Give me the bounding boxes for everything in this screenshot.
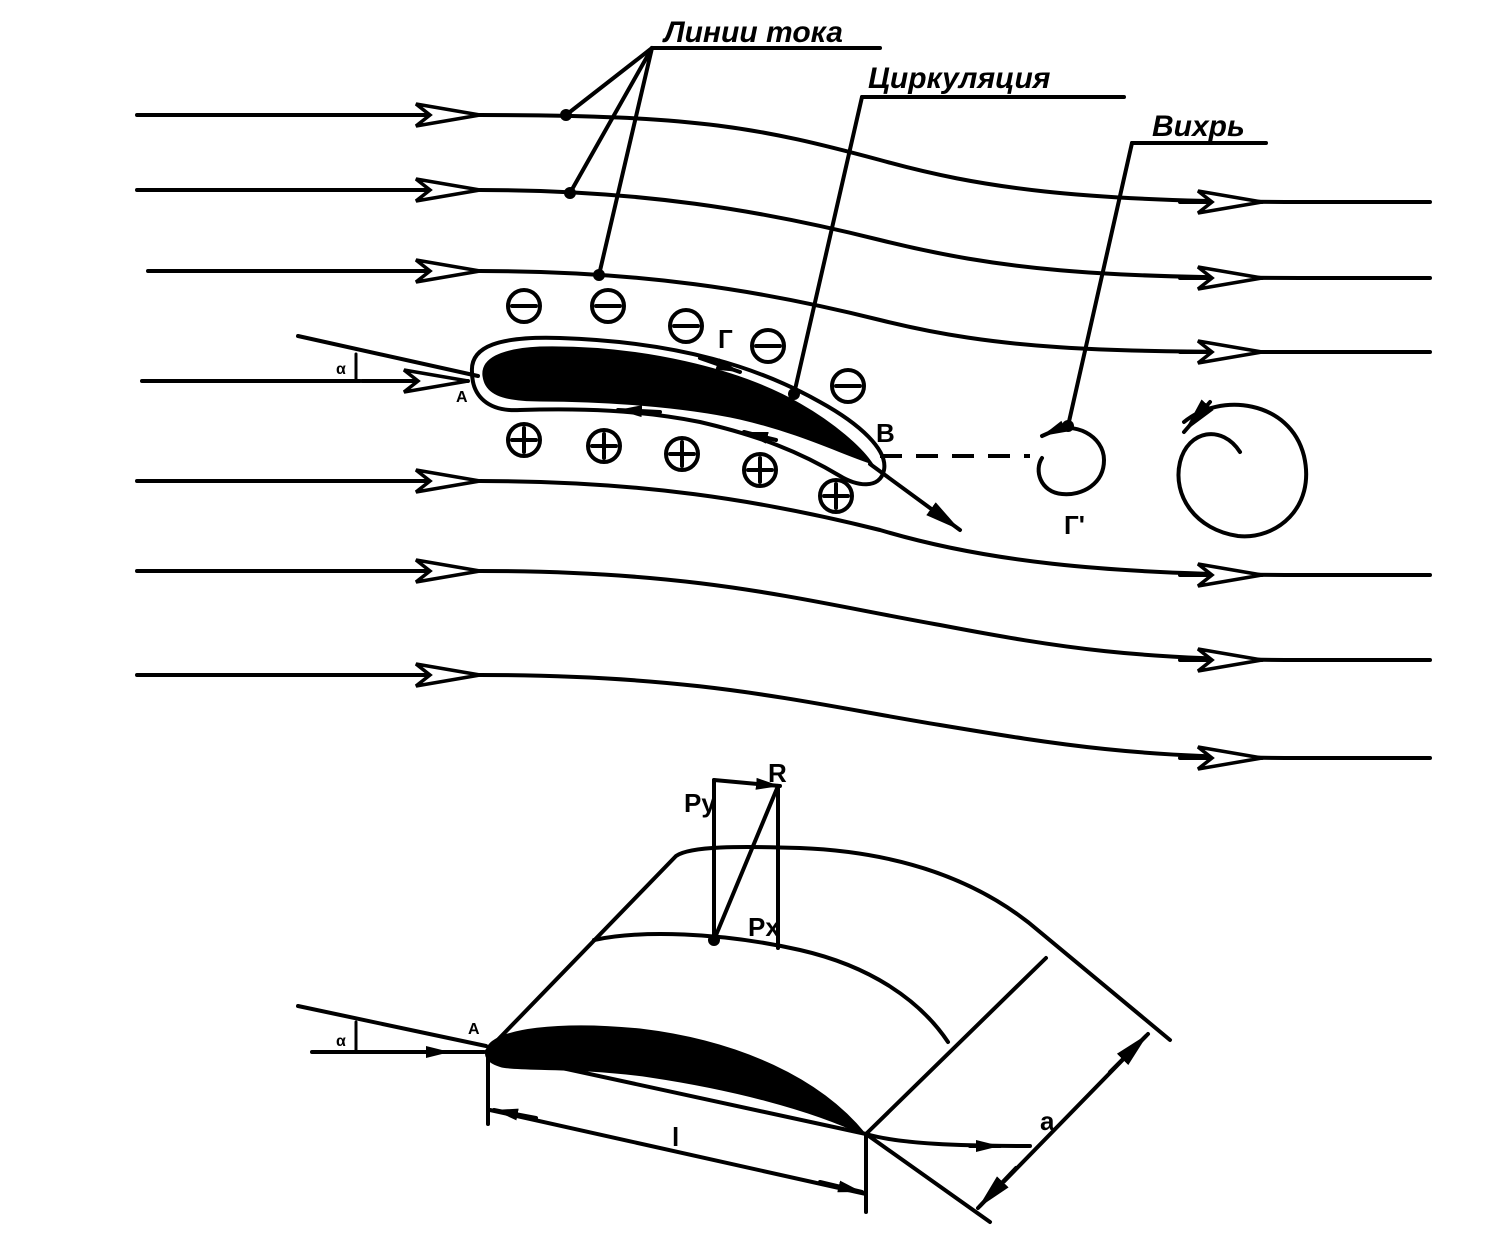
circulation-arrow-bottom-2	[742, 430, 778, 444]
vortex-label: Вихрь	[1152, 110, 1245, 143]
chord-label: l	[672, 1122, 679, 1152]
resultant-label: R	[768, 758, 787, 788]
streamlines-leader-dot-1	[560, 109, 572, 121]
streamlines-leader-2	[568, 46, 654, 195]
drag-label: Px	[748, 912, 780, 942]
point-b-label-top: B	[876, 418, 895, 448]
rotation-arrow-icon	[1182, 399, 1214, 434]
shed-vortex-circle	[1036, 426, 1106, 497]
resultant-vector	[712, 784, 780, 942]
positive-sign-5	[818, 478, 854, 514]
rotation-symbol	[1176, 399, 1308, 539]
shed-vortex-arrow	[1040, 420, 1067, 438]
airfoil-profile-top	[482, 346, 874, 465]
negative-sign-4	[750, 328, 786, 364]
circulation-leader	[792, 95, 864, 396]
alpha-label-top: α	[336, 361, 346, 378]
chord-dimension-arrow-right	[818, 1180, 864, 1194]
point-a-label-top: A	[456, 389, 468, 406]
circulation-callout: Циркуляция	[788, 62, 1126, 400]
wing-mid-section-line	[592, 932, 950, 1044]
span-arrow-bottom	[976, 1166, 1018, 1210]
lift-label: Py	[684, 788, 716, 818]
streamline-5	[135, 479, 1432, 577]
negative-sign-3	[668, 308, 704, 344]
positive-sign-4	[742, 452, 778, 488]
streamlines-callout: Линии тока	[560, 16, 882, 281]
span-arrow-top	[1108, 1032, 1150, 1074]
streamlines	[135, 102, 1432, 771]
wing-section-edge-right	[864, 956, 1048, 1136]
positive-sign-3	[664, 436, 700, 472]
positive-pressure-signs	[506, 422, 854, 514]
circulation-arrow-top	[698, 356, 742, 374]
incoming-flow-top: α A	[140, 334, 480, 406]
gamma-label: Г	[718, 324, 733, 354]
chord-extension-bottom	[296, 1004, 488, 1048]
circulation-leader-dot	[788, 388, 800, 400]
lift-top-line	[712, 777, 782, 790]
streamlines-leader-1	[564, 46, 654, 117]
streamline-3	[146, 269, 1432, 354]
wing-leading-edge	[484, 844, 1172, 1054]
vortex-leader	[1066, 141, 1134, 428]
negative-sign-2	[590, 288, 626, 324]
alpha-label-bottom: α	[336, 1033, 346, 1050]
rotation-spiral	[1176, 402, 1308, 539]
streamline-6	[135, 569, 1432, 662]
streamlines-leader-dot-3	[593, 269, 605, 281]
force-origin-dot	[708, 934, 720, 946]
outflow-line-bottom	[864, 1132, 1032, 1148]
chord-dimension-line	[488, 1108, 868, 1196]
negative-pressure-signs	[506, 288, 866, 404]
wing-perspective: l a α A Py R Px	[296, 758, 1172, 1224]
gamma-prime-label: Г'	[1064, 510, 1085, 540]
streamline-7	[135, 673, 1432, 760]
circulation-arrow-bottom	[616, 405, 662, 418]
streamlines-label: Линии тока	[662, 16, 843, 49]
wing-trailing-right	[864, 1132, 992, 1224]
shed-vortex: Г'	[1036, 420, 1106, 540]
positive-sign-1	[506, 422, 542, 458]
vortex-callout: Вихрь	[1062, 110, 1268, 432]
circulation-label: Циркуляция	[868, 62, 1051, 95]
streamline-2	[135, 188, 1432, 280]
airfoil-profile-bottom	[485, 1025, 866, 1136]
chord-dimension-arrow-left	[492, 1108, 538, 1121]
negative-sign-1	[506, 288, 542, 324]
circulation-contour	[469, 335, 887, 487]
chord-line-bottom	[486, 1050, 868, 1136]
span-label: a	[1040, 1106, 1055, 1136]
point-a-label-bottom: A	[468, 1021, 480, 1038]
streamlines-leader-3	[597, 46, 654, 277]
chord-extension-line	[296, 334, 480, 378]
streamlines-leader-dot-2	[564, 187, 576, 199]
trailing-edge-flow-arrow	[868, 462, 962, 532]
positive-sign-2	[586, 428, 622, 464]
negative-sign-5	[830, 368, 866, 404]
